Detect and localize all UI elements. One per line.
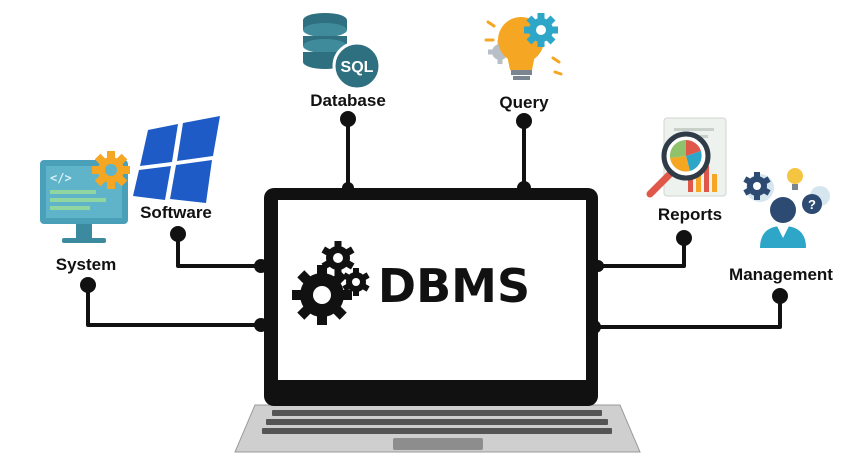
node-label-reports: Reports	[658, 205, 722, 224]
node-label-database: Database	[310, 91, 386, 110]
lightbulb-gears-icon	[484, 13, 563, 80]
laptop	[234, 188, 641, 453]
monitor-code-gear-icon: </>	[40, 151, 130, 243]
sql-badge-circle	[332, 41, 382, 91]
connector-reports	[596, 236, 686, 268]
keyboard-keys	[262, 410, 612, 434]
node-label-system: System	[56, 255, 116, 274]
connector-system	[86, 283, 264, 327]
sql-database-icon: SQL	[303, 13, 382, 91]
manager-person-icon: ?	[743, 168, 830, 248]
connector-management	[596, 294, 782, 329]
magnifier-report-icon	[646, 117, 727, 198]
node-label-query: Query	[499, 93, 549, 112]
svg-text:</>: </>	[50, 171, 72, 185]
gears-icon	[292, 241, 370, 325]
node-label-software: Software	[140, 203, 212, 222]
windows-logo-icon	[133, 116, 220, 203]
touchpad	[393, 438, 483, 450]
connectors	[86, 118, 782, 329]
node-label-management: Management	[729, 265, 833, 284]
connector-dots	[80, 111, 788, 334]
svg-text:?: ?	[808, 197, 816, 212]
connector-software	[176, 232, 264, 268]
sql-badge: SQL	[341, 59, 374, 76]
center-title: DBMS	[378, 259, 530, 313]
